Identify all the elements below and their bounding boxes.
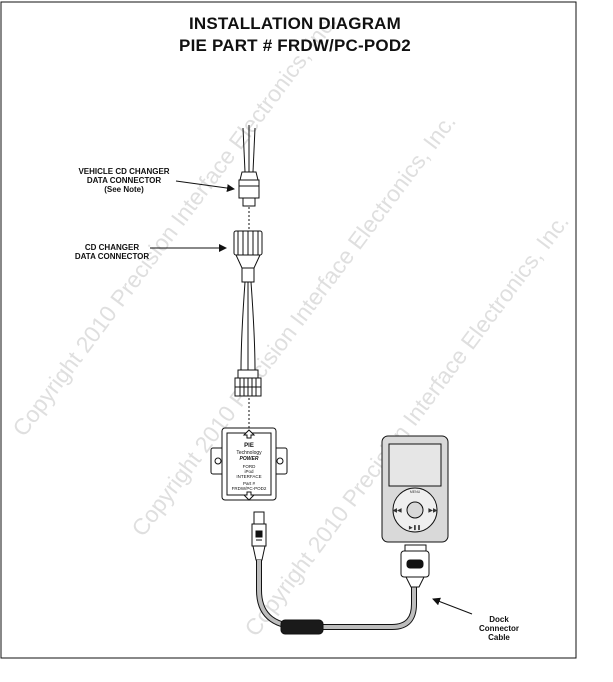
interface-part-label: Part # xyxy=(243,481,256,486)
ipod-play-pause-icon: ▶❚❚ xyxy=(409,525,421,531)
ipod-device xyxy=(381,435,449,543)
dock-cable-label-line1: Dock xyxy=(489,615,509,624)
dock-cable-inner xyxy=(257,560,416,629)
dock-cable-label-line3: Cable xyxy=(488,633,510,642)
interface-brand-line1: PIE xyxy=(244,443,254,449)
cd-changer-data-connector xyxy=(233,230,263,283)
interface-brand-line3: POWER xyxy=(240,456,259,462)
vehicle-connector-leader xyxy=(175,180,235,193)
interface-output-connector xyxy=(251,511,267,561)
dock-cable-leader xyxy=(432,597,473,615)
cd-changer-connector-label-line1: CD CHANGER xyxy=(84,243,140,252)
dock-cable-outer xyxy=(256,560,417,630)
vehicle-connector-label-note: (See Note) xyxy=(104,185,144,194)
molex-plug xyxy=(234,369,262,397)
interface-brand-line2: Technology xyxy=(236,450,262,456)
ipod-prev-icon: ◀◀ xyxy=(392,508,402,514)
dock-cable-label: Dock Connector Cable xyxy=(464,615,534,642)
ipod-menu-label: MENU xyxy=(410,490,421,494)
cd-changer-connector-label: CD CHANGER DATA CONNECTOR xyxy=(70,243,154,261)
interface-model-line1: FORD xyxy=(243,464,256,469)
vehicle-cd-changer-connector xyxy=(238,171,260,207)
interface-model-line2: iPod xyxy=(244,469,254,474)
interface-model-line3: INTERFACE xyxy=(236,474,261,479)
vehicle-connector-label-line1: VEHICLE CD CHANGER xyxy=(78,167,170,176)
vehicle-connector-label: VEHICLE CD CHANGER DATA CONNECTOR (See N… xyxy=(72,167,176,194)
dock-cable-label-line2: Connector xyxy=(479,624,519,633)
part-number-title: PIE PART # FRDW/PC-POD2 xyxy=(179,36,411,55)
cd-changer-connector-label-line2: DATA CONNECTOR xyxy=(74,252,150,261)
interface-module xyxy=(210,427,288,501)
ipod-next-icon: ▶▶ xyxy=(428,508,438,514)
diagram-title: INSTALLATION DIAGRAM xyxy=(188,14,402,33)
ferrite-bead xyxy=(280,619,324,635)
dock-connector-plug xyxy=(400,544,430,588)
vehicle-connector-label-line2: DATA CONNECTOR xyxy=(86,176,162,185)
interface-part-number: FRDW/PC-POD2 xyxy=(232,486,267,491)
diagram-border xyxy=(0,1,577,659)
vehicle-harness-wires xyxy=(242,125,256,173)
harness-wires xyxy=(240,281,256,371)
